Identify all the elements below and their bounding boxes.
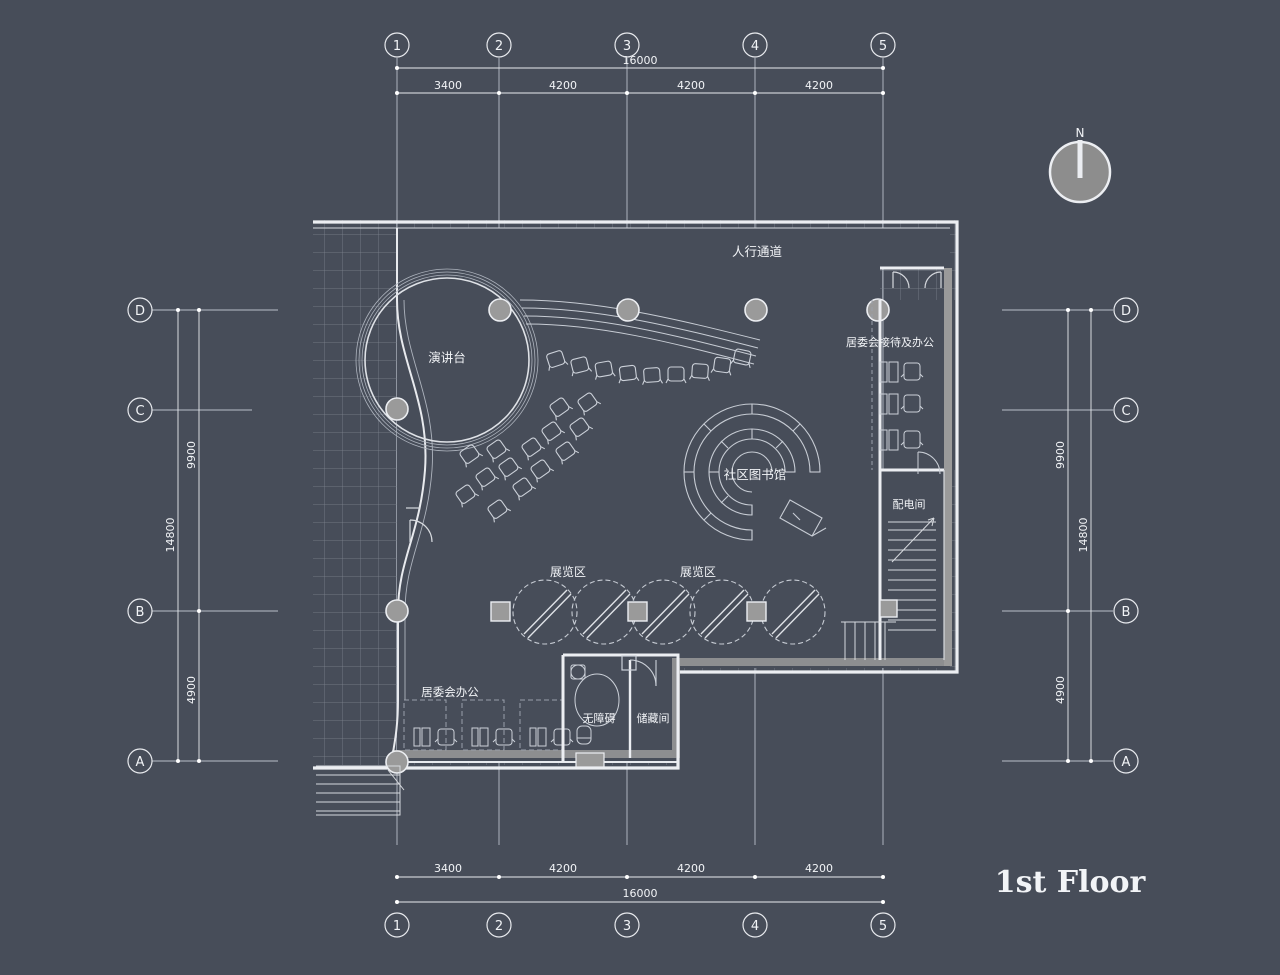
room-label-walkway: 人行通道	[732, 244, 783, 259]
grid-bubble-left-d: D	[135, 304, 145, 319]
room-label-reception: 居委会接待及办公	[846, 335, 934, 349]
grid-bubble-left-a: A	[136, 755, 145, 770]
room-label-accessible: 无障碍	[583, 711, 616, 725]
stage-arc-band	[519, 299, 761, 365]
electrical-room-and-stairs	[841, 470, 945, 660]
left-dim-seg-1: 9900	[185, 441, 198, 469]
facade-doors	[406, 507, 433, 543]
curved-west-facade	[391, 228, 678, 763]
left-total-dimension: 14800	[164, 518, 177, 553]
right-total-dimension: 14800	[1077, 518, 1090, 553]
top-dim-seg-2: 4200	[549, 79, 577, 92]
building-walls	[313, 220, 959, 770]
top-total-dimension: 16000	[623, 54, 658, 67]
grid-bubbles-left: D C B A	[127, 297, 153, 774]
room-label-podium: 演讲台	[428, 350, 466, 365]
community-library-spiral	[683, 403, 827, 541]
grid-bubble-left-b: B	[136, 605, 145, 620]
grid-bubble-right-d: D	[1121, 304, 1131, 319]
right-dim-seg-2: 4900	[1054, 676, 1067, 704]
grid-bubble-top-1: 1	[393, 39, 401, 54]
round-column-group	[385, 298, 890, 774]
bottom-dim-seg-2: 4200	[549, 862, 577, 875]
top-dim-seg-1: 3400	[434, 79, 462, 92]
grid-bubbles-right: D C B A	[1113, 297, 1139, 774]
room-label-electrical: 配电间	[893, 498, 926, 511]
restroom-storage-zone	[561, 653, 680, 768]
top-dimension-chain: 16000 3400 4200 4200 4200	[395, 54, 885, 95]
right-dimension-chain: 9900 4900 14800	[1054, 308, 1093, 763]
grid-bubble-top-3: 3	[623, 39, 631, 54]
grid-bubble-right-c: C	[1121, 404, 1130, 419]
grid-bubble-top-2: 2	[495, 39, 503, 54]
podium-stage	[355, 268, 539, 452]
room-labels: 人行通道 演讲台 居委会接待及办公 社区图书馆 配电间 展览区 展览区 居委会办…	[421, 244, 934, 725]
bottom-total-dimension: 16000	[623, 887, 658, 900]
grid-bubble-top-4: 4	[751, 39, 759, 54]
grid-bubble-top-5: 5	[879, 39, 887, 54]
bottom-dimension-chain: 3400 4200 4200 4200 16000	[395, 862, 885, 904]
grid-lines	[152, 58, 1113, 845]
grid-bubbles-top: 1 2 3 4 5	[384, 32, 896, 58]
grid-bubbles-bottom: 1 2 3 4 5	[384, 912, 896, 938]
room-label-library: 社区图书馆	[724, 467, 787, 482]
bottom-dim-seg-4: 4200	[805, 862, 833, 875]
entry-stair	[316, 765, 405, 816]
grid-bubble-right-a: A	[1122, 755, 1131, 770]
north-arrow-label: N	[1076, 126, 1085, 140]
grid-bubble-right-b: B	[1122, 605, 1131, 620]
left-dim-seg-2: 4900	[185, 676, 198, 704]
top-dim-seg-4: 4200	[805, 79, 833, 92]
facade-inner-line	[403, 299, 433, 700]
right-dim-seg-1: 9900	[1054, 441, 1067, 469]
bottom-dim-seg-1: 3400	[434, 862, 462, 875]
grid-bubble-bottom-5: 5	[879, 919, 887, 934]
top-dim-seg-3: 4200	[677, 79, 705, 92]
exhibition-display-group	[490, 579, 826, 645]
left-dimension-chain: 9900 4900 14800	[164, 308, 201, 763]
bottom-dim-seg-3: 4200	[677, 862, 705, 875]
grid-bubble-bottom-4: 4	[751, 919, 759, 934]
room-label-exhibit-1: 展览区	[550, 564, 586, 579]
room-label-office: 居委会办公	[421, 685, 479, 699]
grid-bubble-left-c: C	[135, 404, 144, 419]
grid-bubble-bottom-3: 3	[623, 919, 631, 934]
column-group	[490, 601, 767, 622]
room-label-exhibit-2: 展览区	[680, 564, 716, 579]
room-label-storage: 储藏间	[637, 711, 670, 725]
north-arrow: N	[1048, 126, 1112, 204]
grid-bubble-bottom-1: 1	[393, 919, 401, 934]
chair-group	[455, 348, 752, 523]
page-title: 1st Floor	[995, 865, 1147, 900]
grid-bubble-bottom-2: 2	[495, 919, 503, 934]
